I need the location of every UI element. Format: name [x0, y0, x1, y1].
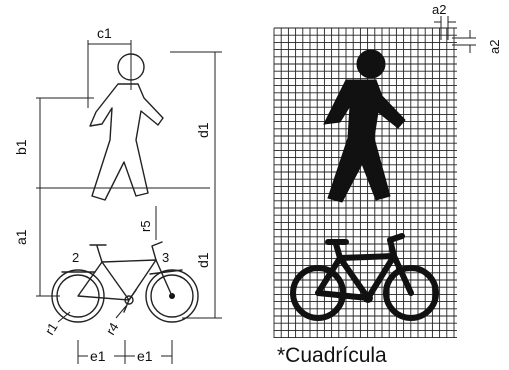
bicycle-solid-figure	[290, 233, 439, 321]
bicycle-radius-labels: 2 3 r1 r4	[42, 250, 169, 338]
label-d1-top: d1	[195, 122, 211, 138]
bicycle-outline-figure	[51, 241, 199, 323]
label-r1: r1	[42, 320, 61, 338]
label-c1: c1	[97, 25, 112, 41]
label-a2-top: a2	[432, 2, 446, 17]
label-a2-side: a2	[487, 40, 502, 54]
label-e1-left: e1	[90, 348, 106, 364]
label-r3: 3	[162, 250, 169, 265]
label-r4: r4	[103, 320, 122, 338]
label-a1: a1	[13, 229, 29, 245]
pedestrian-solid-figure	[323, 49, 406, 203]
label-r5: r5	[138, 220, 153, 232]
dimension-r5: r5	[138, 206, 157, 240]
dimension-d1-top: d1	[170, 51, 222, 188]
grid-caption: *Cuadrícula	[277, 344, 387, 367]
label-e1-right: e1	[137, 348, 153, 364]
label-r2: 2	[72, 250, 79, 265]
pedestrian-outline-figure	[89, 53, 164, 201]
label-b1: b1	[13, 139, 29, 155]
dimension-a1: a1	[13, 188, 60, 297]
dimension-e1: e1 e1	[77, 340, 173, 364]
dimension-c1: c1	[87, 25, 132, 108]
dimension-d1-bottom: d1	[182, 188, 222, 319]
dimension-a2: a2 a2	[432, 2, 502, 54]
label-d1-bottom: d1	[195, 252, 211, 268]
dimension-b1: b1	[13, 97, 210, 189]
